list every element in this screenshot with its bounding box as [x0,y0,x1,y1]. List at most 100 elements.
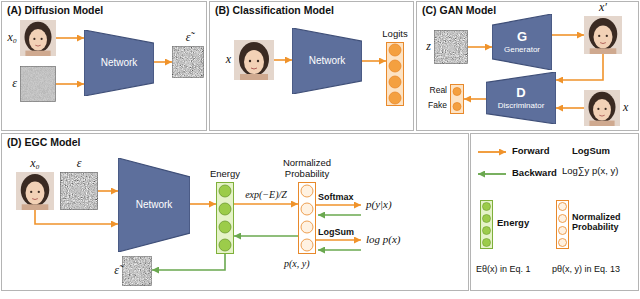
noise-border [60,172,97,209]
trapezoid [118,158,190,252]
panel: (B) Classification ModelxNetworkLogits [209,1,414,131]
legend-text: Backward [512,168,557,179]
column-box [299,183,316,254]
flow-arrow [468,46,492,48]
legend-text: Energy [497,218,529,229]
network-block: Network [118,158,190,252]
network-label: Generator [504,45,540,54]
legend-panel [471,134,639,291]
vector-column-shape [386,42,404,106]
noise-image: ε̃ [122,256,152,286]
face-image: x₀ [16,172,54,210]
logsum-back-arrow [318,249,361,251]
vector-unit [389,60,401,72]
panel-title: (C) GAN Model [422,4,496,16]
legend-forward-sample [478,151,506,153]
noise-picture [172,46,204,78]
legend-formula: Eθ(x) in Eq. 1 [476,264,531,274]
network-label-group: GGenerator [492,14,552,70]
eye [41,38,43,40]
variable-label: x [623,101,628,115]
noise-image: ε̃ [172,46,204,78]
image-background [584,16,622,54]
network-block: Network [84,30,154,96]
legend-heading: LogSum [572,146,610,157]
legend-formula: Log∑y p(x, y) [562,166,618,177]
variable-label: ε̃ [186,31,191,45]
variable-label: ε [77,157,82,171]
shoulders [25,51,50,56]
shoulders [590,48,617,54]
flow-arrow [152,254,225,270]
flow-arrow [234,203,298,205]
column-box [451,85,464,114]
hair [239,42,269,76]
eye [605,108,607,110]
panel: (D) EGC Modelx₀εNetworkε̃EnergyNormalize… [1,133,469,291]
network-block: DDiscriminator [486,72,556,124]
operation-label: LogSum [318,227,354,237]
vector-unit [301,185,313,197]
shoulders [22,204,49,210]
panel-title: (A) Diffusion Model [7,4,103,16]
face-image: x′ [584,16,622,54]
variable-label: x₀ [8,31,18,45]
eye [606,35,608,37]
face-picture [584,16,622,54]
flow-arrow [98,190,118,192]
face-picture [584,90,620,126]
network-block: GGenerator [492,14,552,70]
network-label: D [516,86,525,101]
variable-label: z [426,40,431,54]
eye [257,60,259,62]
noise-picture [434,30,468,64]
network-label: Network [101,57,138,69]
image-background [16,172,54,210]
legend-text: Normalized Probability [572,212,634,233]
eye [598,35,600,37]
skin [593,99,611,121]
face-picture [20,20,56,56]
skin [244,50,264,74]
legend-formula: pθ(x, y) in Eq. 13 [552,264,620,274]
hair [25,22,52,53]
flow-arrow [234,235,298,237]
output-label: Real [430,86,447,96]
vector-column-shape [298,182,316,254]
noise-image: ε [60,172,98,210]
vector-unit [301,203,313,215]
mouth [600,42,606,44]
vector-column-shape [216,182,234,254]
noise-border [434,30,467,63]
noise-picture [122,256,152,286]
shoulders [240,74,268,80]
noise-border [172,46,203,77]
softmax-arrow [316,204,361,206]
network-label-group: Network [118,158,190,252]
flow-arrow [362,60,386,62]
output-label: p(y|x) [366,198,392,211]
network-block: Network [292,28,362,94]
noise-fill [434,30,468,64]
vector-unit [219,239,231,251]
flow-arrow [56,83,84,85]
vector-unit [453,103,461,111]
face-image: x [234,40,274,80]
legend-probability-icon [557,201,569,249]
image-background [234,40,274,80]
image-background [20,20,56,56]
network-label: Discriminator [498,101,545,110]
vector-unit [389,44,401,56]
mouth [599,115,604,117]
noise-fill [60,172,98,210]
variable-label: x′ [599,1,607,15]
noise-image: z [434,30,468,64]
face-image: x [584,90,620,126]
noise-picture [60,172,98,210]
column-box [217,183,234,254]
column-box [387,43,404,106]
noise-border [20,66,55,101]
mouth [35,45,40,47]
noise-picture [20,66,56,102]
network-label: Network [136,199,173,211]
